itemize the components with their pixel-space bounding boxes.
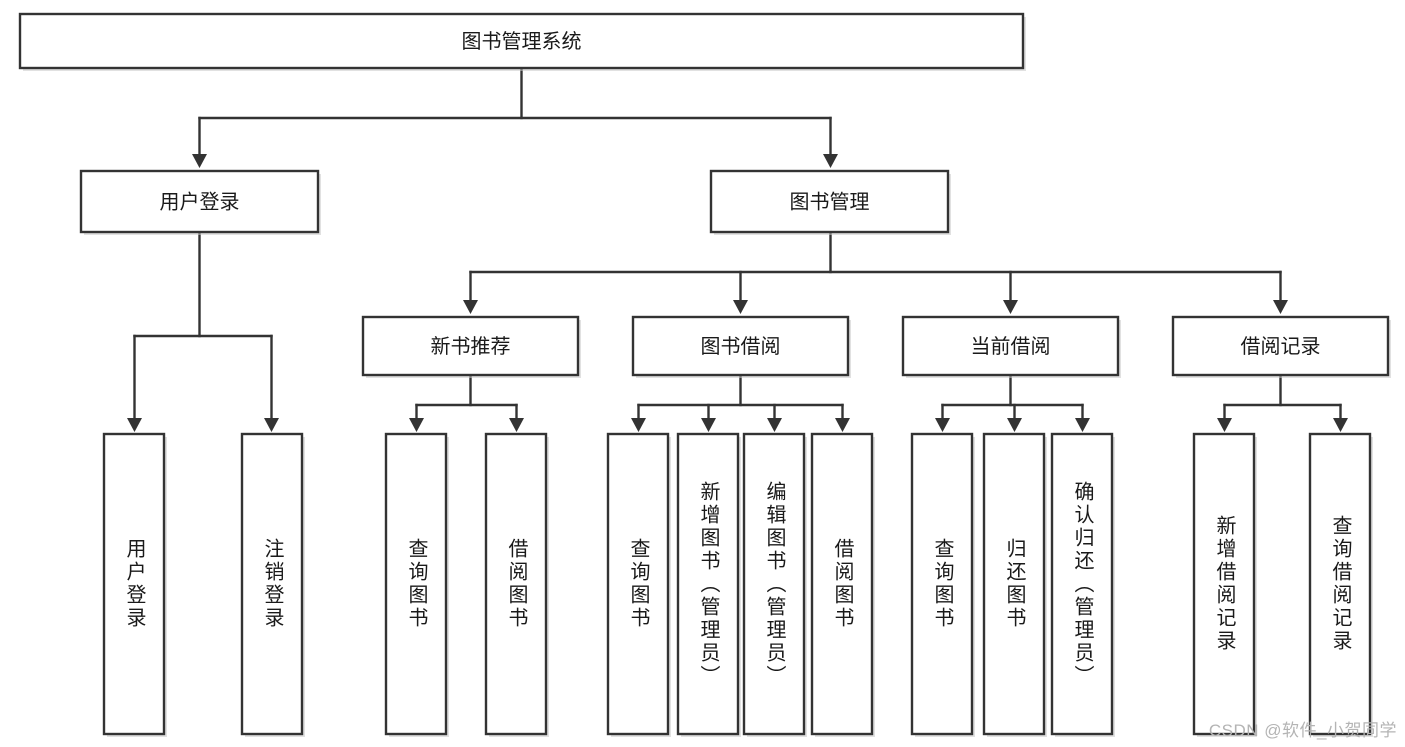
node-box-leaf-borrow-book-1[interactable] [484,432,548,736]
arrow-head-icon [631,418,646,432]
node-box-leaf-add-book-admin[interactable] [676,432,740,736]
arrow-head-icon [701,418,716,432]
arrow-head-icon [823,154,838,168]
node-box-leaf-borrow-book-2[interactable] [810,432,874,736]
arrow-heads-layer [127,154,1348,432]
node-label-root: 图书管理系统 [462,30,582,53]
arrow-head-icon [1007,418,1022,432]
arrow-head-icon [1075,418,1090,432]
arrow-head-icon [463,300,478,314]
arrow-head-icon [733,300,748,314]
node-box-leaf-query-book-3[interactable] [910,432,974,736]
node-box-new-book-recommend[interactable] [361,315,580,377]
node-label-book-borrow: 图书借阅 [701,335,781,358]
node-label-user-login: 用户登录 [160,191,240,214]
node-box-user-login[interactable] [79,169,320,234]
arrow-head-icon [1333,418,1348,432]
arrow-head-icon [1217,418,1232,432]
node-label-new-book-recommend: 新书推荐 [431,335,511,358]
node-label-current-borrow: 当前借阅 [971,335,1051,358]
node-label-book-manage: 图书管理 [790,191,870,214]
arrow-head-icon [509,418,524,432]
node-box-leaf-user-login[interactable] [102,432,166,736]
node-box-leaf-query-book-1[interactable] [384,432,448,736]
arrow-head-icon [835,418,850,432]
node-box-leaf-logout-login[interactable] [240,432,304,736]
arrow-head-icon [1273,300,1288,314]
arrow-head-icon [264,418,279,432]
node-box-leaf-query-borrow-record[interactable] [1308,432,1372,736]
node-box-leaf-add-borrow-record[interactable] [1192,432,1256,736]
arrow-head-icon [767,418,782,432]
node-box-book-borrow[interactable] [631,315,850,377]
node-box-leaf-edit-book-admin[interactable] [742,432,806,736]
node-box-leaf-confirm-return-admin[interactable] [1050,432,1114,736]
node-box-borrow-record[interactable] [1171,315,1390,377]
node-box-root[interactable] [18,12,1025,70]
connectors-layer [133,66,1342,420]
arrow-head-icon [127,418,142,432]
arrow-head-icon [409,418,424,432]
node-box-current-borrow[interactable] [901,315,1120,377]
node-label-borrow-record: 借阅记录 [1241,335,1321,358]
arrow-head-icon [935,418,950,432]
node-box-leaf-query-book-2[interactable] [606,432,670,736]
arrow-head-icon [1003,300,1018,314]
csdn-watermark: CSDN @软件_小贺同学 [1208,721,1397,740]
arrow-head-icon [192,154,207,168]
node-box-book-manage[interactable] [709,169,950,234]
node-box-leaf-return-book[interactable] [982,432,1046,736]
